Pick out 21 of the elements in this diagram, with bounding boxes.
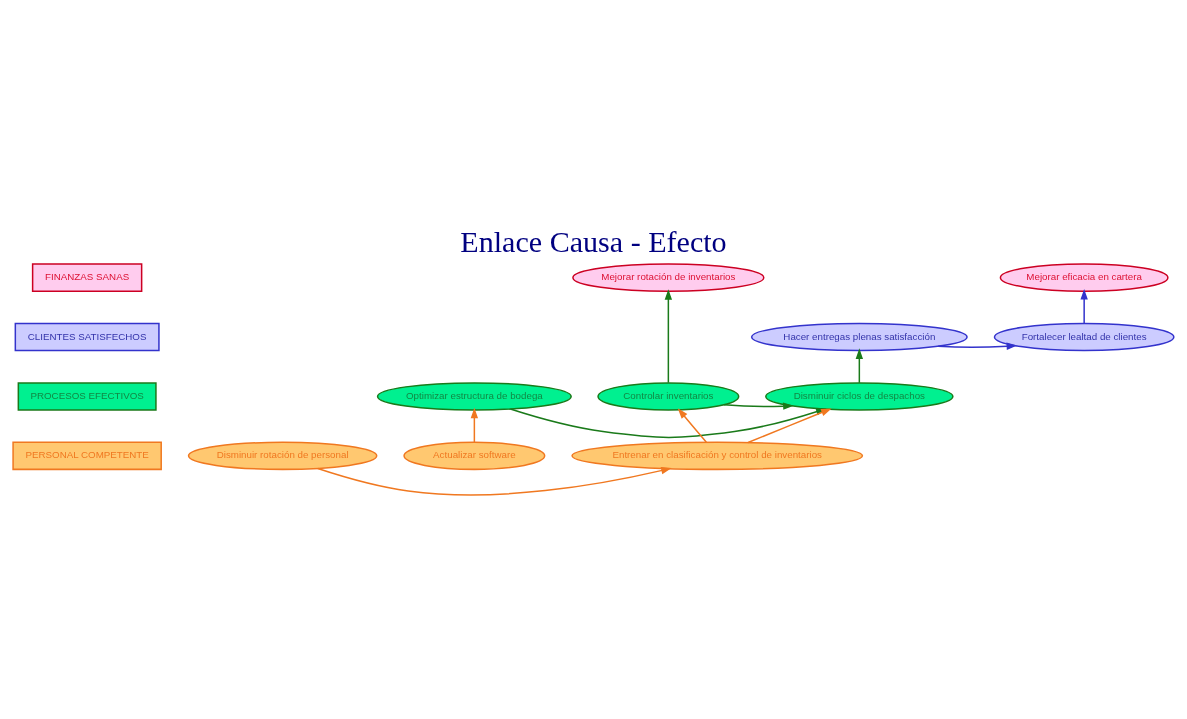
node-ellipse: Actualizar software: [403, 441, 546, 470]
arrow: [855, 347, 864, 384]
arrow: [723, 402, 794, 410]
arrow: [1080, 288, 1088, 324]
node-ellipse: Optimizar estructura de bodega: [376, 381, 572, 411]
node-ellipse: Entrenar en clasificación y control de inventarios: [571, 441, 864, 470]
node-box: PERSONAL COMPETENTE: [12, 441, 162, 470]
arrow: [470, 407, 479, 443]
node-ellipse: Hacer entregas plenas satisfacción: [750, 322, 968, 351]
arrow: [664, 288, 673, 383]
diagram-title: Enlace Causa - Efecto: [460, 224, 727, 259]
node-ellipse: Disminuir rotación de personal: [187, 441, 378, 470]
node-ellipse: Mejorar rotación de inventarios: [572, 262, 765, 292]
arrow: [937, 342, 1018, 350]
arrow: [317, 466, 672, 496]
node-box: FINANZAS SANAS: [31, 262, 143, 292]
node-ellipse: Mejorar eficacia en cartera: [999, 262, 1169, 292]
node-box: PROCESOS EFECTIVOS: [17, 381, 157, 411]
node-ellipse: Controlar inventarios: [597, 381, 740, 411]
arrow: [677, 407, 708, 443]
node-box: CLIENTES SATISFECHOS: [14, 322, 160, 351]
